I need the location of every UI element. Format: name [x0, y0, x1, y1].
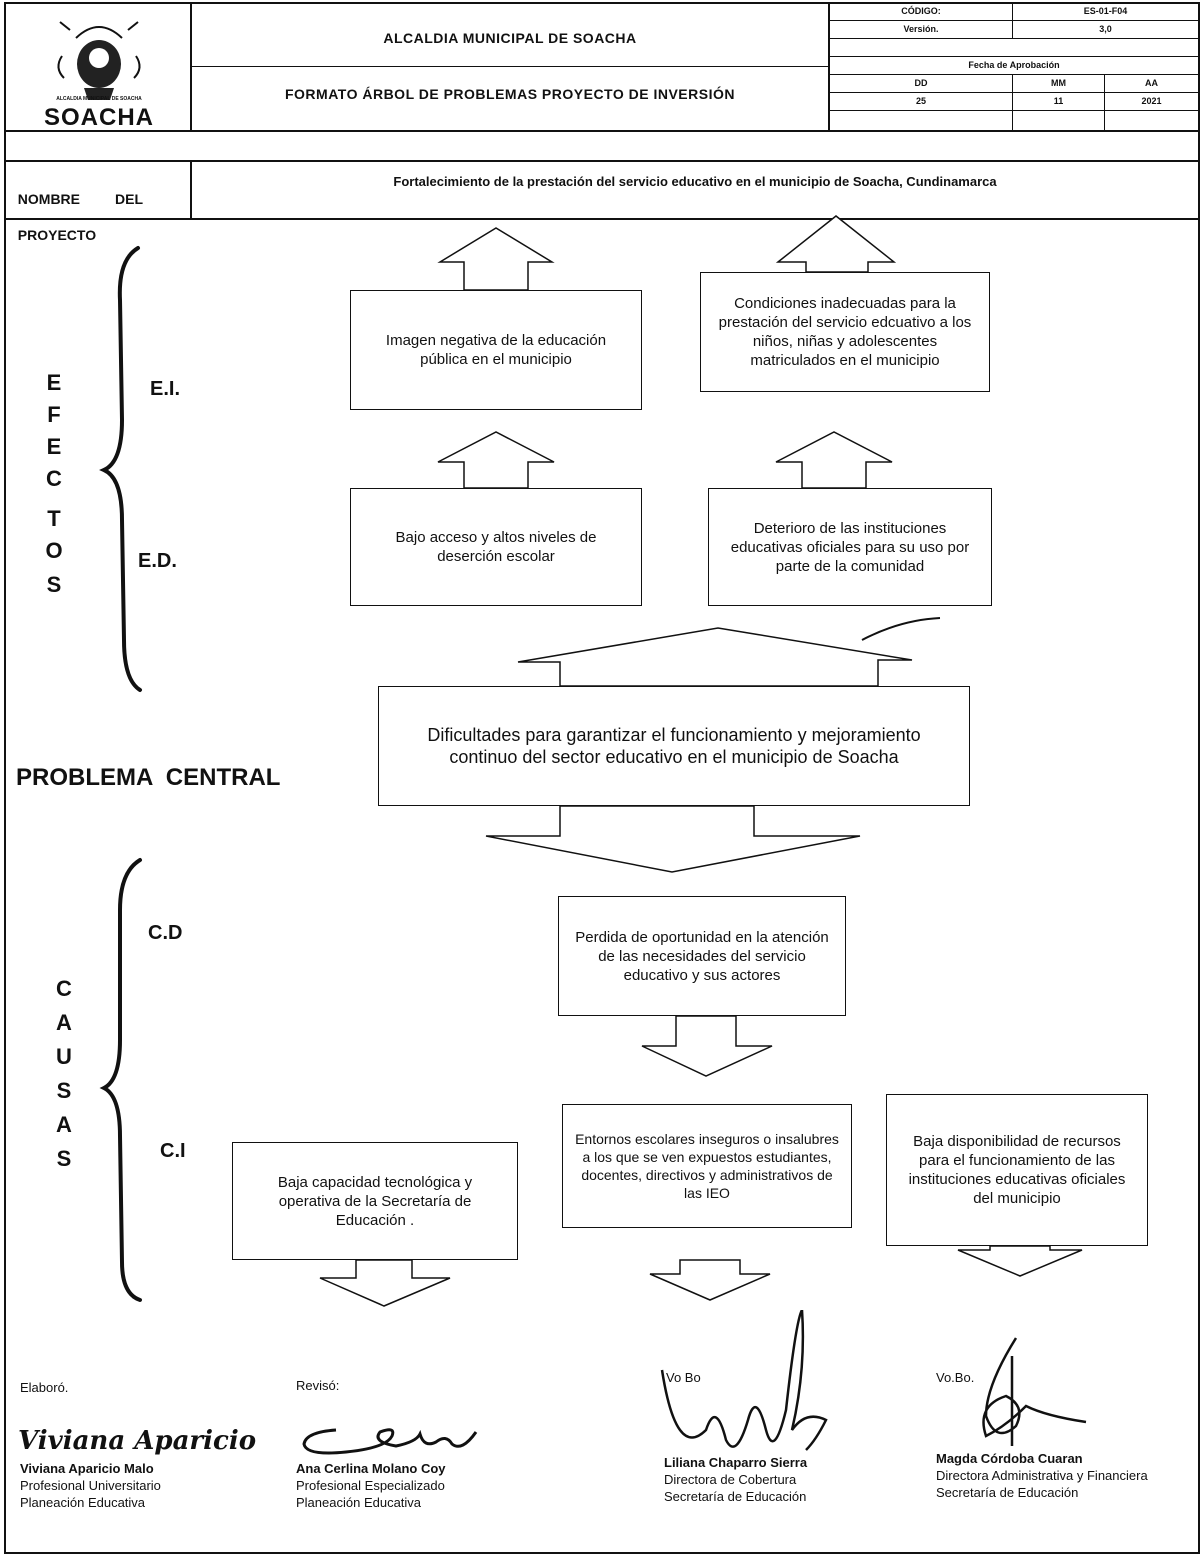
- signer-name: Magda Córdoba Cuaran: [936, 1451, 1083, 1466]
- fecha-label: Fecha de Aprobación: [968, 60, 1060, 70]
- entity-name: ALCALDIA MUNICIPAL DE SOACHA: [383, 30, 637, 46]
- effect-indirect-box: Imagen negativa de la educación pública …: [350, 290, 642, 410]
- codigo-label: CÓDIGO:: [901, 6, 941, 16]
- project-label: NOMBRE DEL PROYECTO: [10, 172, 188, 244]
- indirect-causes-label: C.I: [160, 1140, 186, 1162]
- version-label: Versión.: [903, 24, 939, 34]
- causes-letter: U: [56, 1044, 72, 1069]
- signer-unit: Planeación Educativa: [296, 1495, 422, 1510]
- aa-value: 2021: [1141, 96, 1162, 106]
- effect-direct-box: Bajo acceso y altos niveles de deserción…: [350, 488, 642, 606]
- signer-name: Ana Cerlina Molano Coy: [296, 1461, 446, 1476]
- causes-letter: S: [56, 1078, 72, 1103]
- codigo-value: ES-01-F04: [1083, 6, 1128, 16]
- effects-letter: S: [46, 572, 62, 597]
- signature-person: Viviana Aparicio Malo Profesional Univer…: [20, 1460, 161, 1511]
- handwritten-signature: Viviana Aparicio: [18, 1426, 257, 1456]
- effects-letter: O: [45, 538, 63, 563]
- causes-letter: A: [56, 1010, 72, 1035]
- cause-indirect-box: Baja disponibilidad de recursos para el …: [886, 1094, 1148, 1246]
- signature-lead: Vo Bo: [666, 1370, 701, 1385]
- signature-person: Magda Córdoba Cuaran Directora Administr…: [936, 1450, 1148, 1501]
- signature-lead: Revisó:: [296, 1378, 340, 1393]
- arrow-down-ci-right: [957, 1245, 1083, 1277]
- signer-name: Viviana Aparicio Malo: [20, 1461, 154, 1476]
- causes-letter: S: [56, 1146, 72, 1171]
- effect-direct-box: Deterioro de las instituciones educativa…: [708, 488, 992, 606]
- cause-direct-box: Perdida de oportunidad en la atención de…: [558, 896, 846, 1016]
- project-label-line1: NOMBRE DEL: [17, 191, 144, 207]
- cause-indirect-box: Baja capacidad tecnológica y operativa d…: [232, 1142, 518, 1260]
- arrow-up-ei-left: [437, 227, 555, 291]
- effect-indirect-box: Condiciones inadecuadas para la prestaci…: [700, 272, 990, 392]
- dd-label: DD: [914, 78, 928, 88]
- signature-lead: Elaboró.: [20, 1380, 69, 1395]
- signer-unit: Planeación Educativa: [20, 1495, 146, 1510]
- effects-bracket: [99, 246, 142, 692]
- signer-role: Directora Administrativa y Financiera: [936, 1468, 1148, 1483]
- direct-effects-label: E.D.: [138, 550, 177, 572]
- scribble-mark: [861, 617, 941, 641]
- logo-subtext: ALCALDIA MUNICIPAL DE SOACHA: [56, 96, 142, 102]
- handwritten-signature-icon: [302, 1428, 478, 1455]
- signer-unit: Secretaría de Educación: [664, 1489, 807, 1504]
- signer-unit: Secretaría de Educación: [936, 1485, 1079, 1500]
- causes-letter: C: [56, 976, 72, 1001]
- project-name: Fortalecimiento de la prestación del ser…: [393, 174, 997, 189]
- aa-label: AA: [1145, 78, 1158, 88]
- mm-value: 11: [1053, 96, 1064, 106]
- signer-name: Liliana Chaparro Sierra: [664, 1455, 808, 1470]
- handwritten-signature-icon: [982, 1337, 1087, 1446]
- arrow-down-ci-left: [319, 1259, 451, 1307]
- signer-role: Profesional Universitario: [20, 1478, 161, 1493]
- effects-letter: C: [46, 466, 62, 491]
- effects-letter: F: [47, 402, 61, 427]
- soacha-logo: ALCALDIA MUNICIPAL DE SOACHA SOACHA: [14, 8, 184, 131]
- causes-bracket: [99, 858, 142, 1302]
- signature-lead: Vo.Bo.: [936, 1370, 975, 1385]
- indirect-effects-label: E.I.: [150, 378, 181, 400]
- effects-letter: E: [46, 370, 62, 395]
- arrow-down-central: [485, 805, 861, 873]
- arrow-up-central: [517, 627, 913, 687]
- effects-letter: T: [47, 506, 61, 531]
- signer-role: Directora de Cobertura: [664, 1472, 797, 1487]
- arrow-down-cd: [641, 1015, 773, 1077]
- arrow-down-ci-mid: [649, 1259, 771, 1301]
- form-title: FORMATO ÁRBOL DE PROBLEMAS PROYECTO DE I…: [284, 86, 735, 102]
- logo-wordmark: SOACHA: [43, 104, 154, 131]
- mm-label: MM: [1051, 78, 1066, 88]
- project-label-line2: PROYECTO: [17, 227, 97, 243]
- effects-letter: E: [46, 434, 62, 459]
- signer-role: Profesional Especializado: [296, 1478, 445, 1493]
- signature-person: Ana Cerlina Molano Coy Profesional Espec…: [296, 1460, 446, 1511]
- central-problem-box: Dificultades para garantizar el funciona…: [378, 686, 970, 806]
- arrow-up-ed-right: [775, 431, 893, 489]
- arrow-up-ed-left: [437, 431, 555, 489]
- signature-person: Liliana Chaparro Sierra Directora de Cob…: [664, 1454, 807, 1505]
- dd-value: 25: [915, 96, 926, 106]
- arrow-up-ei-right: [775, 215, 897, 273]
- handwritten-signature-icon: [660, 1310, 828, 1451]
- central-problem-label: PROBLEMA CENTRAL: [16, 764, 281, 791]
- causes-letter: A: [56, 1112, 72, 1137]
- direct-causes-label: C.D: [148, 922, 183, 944]
- coat-of-arms-icon: [57, 21, 141, 100]
- version-value: 3,0: [1099, 24, 1112, 34]
- cause-indirect-box: Entornos escolares inseguros o insalubre…: [562, 1104, 852, 1228]
